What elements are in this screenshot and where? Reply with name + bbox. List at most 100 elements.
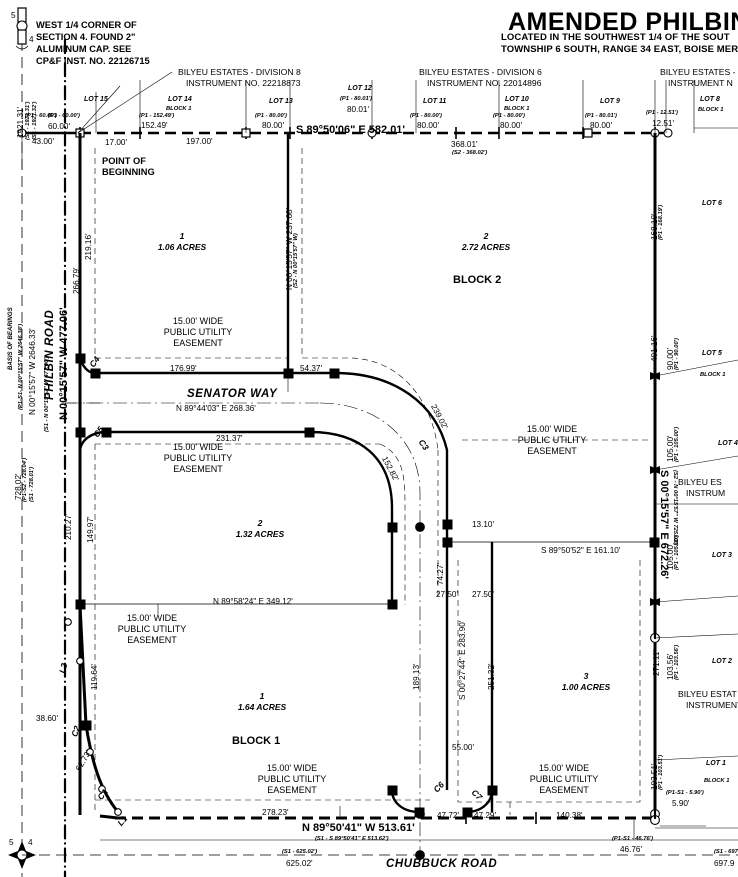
easement-note-b-l3: EASEMENT (527, 446, 577, 456)
basis-of-bearings-measured: N 00°15'57" W 2646.33' (28, 328, 37, 415)
lot3-west-line (445, 524, 494, 812)
easement-note-e-l1: 15.00' WIDE (266, 763, 318, 773)
bottom-590: 5.90' (672, 799, 690, 808)
north-lot-id-2: LOT 13 (269, 98, 293, 105)
dim-4772: 47.72' (437, 811, 460, 820)
offset-17: 17.00' (105, 138, 128, 147)
bottom-697: 697.9 (714, 859, 735, 868)
north-lot-id-0: LOT 15 (84, 96, 108, 103)
parcel-acres-3: 1.64 ACRES (237, 702, 287, 712)
street-senator-way: SENATOR WAY (187, 388, 278, 400)
basis-of-bearings-label: BASIS OF BEARINGS (7, 307, 14, 370)
east-lot-id-4: LOT 2 (712, 658, 732, 665)
easement-note-f-l2: PUBLIC UTILITY (529, 774, 599, 784)
north-dim-197: 197.00' (186, 137, 213, 146)
easement-note-a-l1: 15.00' WIDE (172, 316, 224, 326)
north-lot-block-1: BLOCK 1 (166, 106, 192, 112)
title-subline-1: LOCATED IN THE SOUTHWEST 1/4 OF THE SOUT (501, 32, 730, 43)
east-lot-lines (654, 80, 738, 829)
southwest-corner-curves (78, 358, 120, 813)
block-label-2: BLOCK 2 (453, 274, 502, 286)
section-tie-1921: 1921.31' (16, 106, 25, 138)
north-boundary-bearing: S 89°50'06" E 582.01' (296, 124, 406, 136)
dimension-leaders (21, 133, 706, 840)
bottom-590-rec: (P1-S1 - 5.90') (666, 790, 704, 796)
side-subdivision-instrument-1: INSTRUMENT (686, 700, 738, 710)
easement-note-d-l3: EASEMENT (127, 635, 177, 645)
east-lot-rec-4: (P1 - 103.56') (674, 644, 680, 680)
section-number-4-top: 4 (29, 35, 34, 44)
north-lot-lines (95, 80, 695, 133)
section-tie-1921-s1: (S1 - 1921.32') (32, 101, 38, 140)
dim-2750-b: 27.50' (472, 590, 495, 599)
east-lot-rec-2: (P1 - 105.00') (674, 426, 680, 462)
north-lot-id-6: LOT 9 (600, 98, 620, 105)
east-lot-id-3: LOT 3 (712, 552, 732, 559)
section-tie-1921-s2: (S2 - 1921.31') (25, 101, 31, 140)
dim-18913: 189.13' (412, 663, 421, 690)
side-subdivision-name-1: BILYEU ESTAT (678, 689, 737, 699)
subdivision-instrument-2: INSTRUMENT N (668, 78, 733, 88)
east-lot-id-1: LOT 5 (702, 350, 722, 357)
north-lot-measured-5: 80.00' (500, 121, 523, 130)
senator-dim-east: 54.37' (300, 364, 323, 373)
lot1-west-266: 266.79' (72, 267, 81, 294)
easement-note-f-l3: EASEMENT (539, 785, 589, 795)
easement-note-d-l1: 15.00' WIDE (126, 613, 178, 623)
lot15-diagonal (77, 71, 173, 134)
bottom-697-rec: (S1 - 697 (714, 849, 738, 855)
section-number-4-bottom: 4 (28, 838, 33, 847)
easement-note-f-l1: 15.00' WIDE (538, 763, 590, 773)
parcel-acres-1: 2.72 ACRES (461, 242, 511, 252)
easement-note-c-l3: EASEMENT (173, 464, 223, 474)
east-lot-block-5: BLOCK 1 (704, 778, 730, 784)
senator-bearing: N 89°44'03" E 268.36' (176, 404, 256, 413)
subdivision-name-0: BILYEU ESTATES - DIVISION 8 (178, 67, 301, 77)
north-lot-id-4: LOT 11 (423, 98, 447, 105)
easement-note-a-l2: PUBLIC UTILITY (163, 327, 233, 337)
senator-dim-west: 176.99' (170, 364, 197, 373)
easement-note-e-l2: PUBLIC UTILITY (257, 774, 327, 784)
bottom-625-rec: (S1 - 625.02') (282, 849, 318, 855)
north-lot-measured-3: 80.01' (347, 105, 370, 114)
easement-note-e-l3: EASEMENT (267, 785, 317, 795)
east-lot-rec-5: (P1 - 103.51') (658, 754, 664, 790)
north-lot-measured-2: 80.00' (262, 121, 285, 130)
dim-25132: 251.32' (487, 663, 496, 690)
west-boundary-record: (S1 - N 00°15'57" W 477.06') (44, 356, 50, 433)
chubbuck-road-centerline (22, 839, 738, 856)
parcel-num-0: 1 (179, 231, 185, 241)
bottom-4676-rec: (P1-S1 - 46.76') (612, 836, 654, 842)
lot2-south-bearing: N 89°58'24" E 349.12' (213, 597, 293, 606)
lot1-east-record: (S2 - N 00°15'57" W) (293, 233, 299, 288)
point-of-beginning-line2: BEGINNING (102, 167, 155, 177)
north-lot-record-0: (P1 - 60.00') (25, 113, 57, 119)
easement-note-d-l2: PUBLIC UTILITY (117, 624, 187, 634)
corner-note-line3: ALUMINUM CAP. SEE (36, 44, 132, 54)
south-boundary-bearing: N 89°50'41" W 513.61' (302, 822, 415, 834)
north-lot-id-3: LOT 12 (348, 85, 372, 92)
bottom-4676: 46.76' (620, 845, 643, 854)
west-boundary-bearing: N 00°15'57" W 477.06' (58, 307, 70, 420)
corner-note-line4: CP&F INST. NO. 22126715 (36, 56, 150, 66)
easement-note-c-l2: PUBLIC UTILITY (163, 453, 233, 463)
top-left-60: 60.00' (48, 122, 71, 131)
east-lot-id-5: LOT 1 (706, 760, 726, 767)
subdivision-name-2: BILYEU ESTATES - (660, 67, 736, 77)
north-lot-measured-4: 80.00' (417, 121, 440, 130)
easement-note-a-l3: EASEMENT (173, 338, 223, 348)
bottom-625: 625.02' (286, 859, 313, 868)
easement-note-c-l1: 15.00' WIDE (172, 442, 224, 452)
public-utility-easements (94, 148, 648, 815)
north-lot-block-5: BLOCK 1 (504, 106, 530, 112)
parcel-acres-2: 1.32 ACRES (235, 529, 285, 539)
top-left-60-record: (P1 - 60.00') (48, 113, 80, 119)
north-lot-id-7: LOT 8 (700, 96, 720, 103)
dim-27111: 271.11' (652, 650, 661, 676)
block-label-1: BLOCK 1 (232, 735, 281, 747)
north-lot-record-2: (P1 - 80.00') (255, 113, 287, 119)
subdivision-instrument-1: INSTRUMENT NO. 22014896 (427, 78, 542, 88)
side-subdivision-name-0: BILYEU ES (678, 477, 722, 487)
east-lot-rec-3: (P1 - 105.00') (674, 534, 680, 570)
boundary-monuments (75, 353, 660, 860)
